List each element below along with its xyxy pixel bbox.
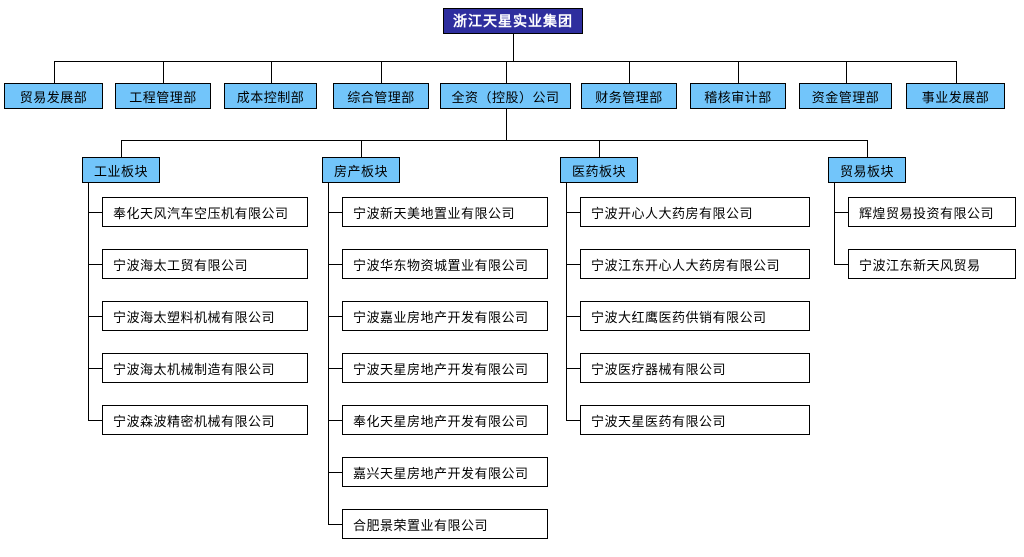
connector-sector-bus: [121, 140, 867, 141]
company-node-1-4[interactable]: 宁波海太机械制造有限公司: [102, 353, 308, 383]
company-node-2-2[interactable]: 宁波华东物资城置业有限公司: [342, 249, 548, 279]
connector-sector-spine: [834, 183, 835, 264]
department-node-4[interactable]: 综合管理部: [333, 83, 429, 109]
company-node-4-2[interactable]: 宁波江东新天风贸易: [848, 249, 1016, 279]
connector-spine-to-company: [566, 212, 580, 213]
connector-spine-to-company: [88, 212, 102, 213]
connector-spine-to-company: [88, 368, 102, 369]
department-node-5[interactable]: 全资（控股）公司: [440, 83, 571, 109]
connector-spine-to-company: [88, 420, 102, 421]
department-node-7[interactable]: 稽核审计部: [690, 83, 786, 109]
connector-spine-to-company: [566, 316, 580, 317]
connector-spine-to-company: [328, 368, 342, 369]
connector-bus-to-department: [506, 61, 507, 83]
connector-spine-to-company: [834, 264, 848, 265]
department-node-2[interactable]: 工程管理部: [115, 83, 211, 109]
connector-spine-to-company: [88, 264, 102, 265]
connector-bus-to-department: [738, 61, 739, 83]
connector-holding-to-bus: [506, 109, 507, 140]
company-node-3-3[interactable]: 宁波大红鹰医药供销有限公司: [580, 301, 810, 331]
connector-sector-spine: [566, 183, 567, 420]
company-node-2-5[interactable]: 奉化天星房地产开发有限公司: [342, 405, 548, 435]
connector-bus-to-department: [163, 61, 164, 83]
company-node-3-2[interactable]: 宁波江东开心人大药房有限公司: [580, 249, 810, 279]
department-node-3[interactable]: 成本控制部: [224, 83, 317, 109]
department-node-8[interactable]: 资金管理部: [799, 83, 892, 109]
root-node: 浙江天星实业集团: [443, 8, 583, 34]
connector-bus-to-department: [956, 61, 957, 83]
connector-spine-to-company: [328, 264, 342, 265]
connector-spine-to-company: [566, 420, 580, 421]
company-node-2-1[interactable]: 宁波新天美地置业有限公司: [342, 197, 548, 227]
connector-spine-to-company: [328, 472, 342, 473]
connector-spine-to-company: [566, 264, 580, 265]
connector-root-to-bus: [513, 34, 514, 61]
department-node-1[interactable]: 贸易发展部: [4, 83, 103, 109]
sector-node-2[interactable]: 房产板块: [322, 157, 400, 183]
sector-node-1[interactable]: 工业板块: [82, 157, 160, 183]
connector-bus-to-sector: [361, 140, 362, 157]
connector-department-bus: [54, 61, 956, 62]
connector-bus-to-department: [846, 61, 847, 83]
department-node-9[interactable]: 事业发展部: [906, 83, 1005, 109]
connector-bus-to-sector: [121, 140, 122, 157]
company-node-2-7[interactable]: 合肥景荣置业有限公司: [342, 509, 548, 539]
connector-spine-to-company: [88, 316, 102, 317]
connector-bus-to-department: [381, 61, 382, 83]
company-node-1-5[interactable]: 宁波森波精密机械有限公司: [102, 405, 308, 435]
sector-node-3[interactable]: 医药板块: [560, 157, 638, 183]
connector-spine-to-company: [328, 316, 342, 317]
company-node-3-1[interactable]: 宁波开心人大药房有限公司: [580, 197, 810, 227]
connector-spine-to-company: [328, 420, 342, 421]
company-node-3-4[interactable]: 宁波医疗器械有限公司: [580, 353, 810, 383]
company-node-4-1[interactable]: 辉煌贸易投资有限公司: [848, 197, 1016, 227]
company-node-2-3[interactable]: 宁波嘉业房地产开发有限公司: [342, 301, 548, 331]
connector-sector-spine: [88, 183, 89, 420]
connector-bus-to-department: [629, 61, 630, 83]
connector-bus-to-sector: [867, 140, 868, 157]
connector-spine-to-company: [566, 368, 580, 369]
company-node-1-3[interactable]: 宁波海太塑料机械有限公司: [102, 301, 308, 331]
department-node-6[interactable]: 财务管理部: [581, 83, 677, 109]
company-node-1-1[interactable]: 奉化天风汽车空压机有限公司: [102, 197, 308, 227]
connector-spine-to-company: [328, 212, 342, 213]
connector-sector-spine: [328, 183, 329, 524]
connector-bus-to-department: [271, 61, 272, 83]
connector-spine-to-company: [834, 212, 848, 213]
company-node-1-2[interactable]: 宁波海太工贸有限公司: [102, 249, 308, 279]
connector-spine-to-company: [328, 524, 342, 525]
company-node-3-5[interactable]: 宁波天星医药有限公司: [580, 405, 810, 435]
company-node-2-4[interactable]: 宁波天星房地产开发有限公司: [342, 353, 548, 383]
company-node-2-6[interactable]: 嘉兴天星房地产开发有限公司: [342, 457, 548, 487]
sector-node-4[interactable]: 贸易板块: [828, 157, 906, 183]
connector-bus-to-sector: [599, 140, 600, 157]
connector-bus-to-department: [54, 61, 55, 83]
